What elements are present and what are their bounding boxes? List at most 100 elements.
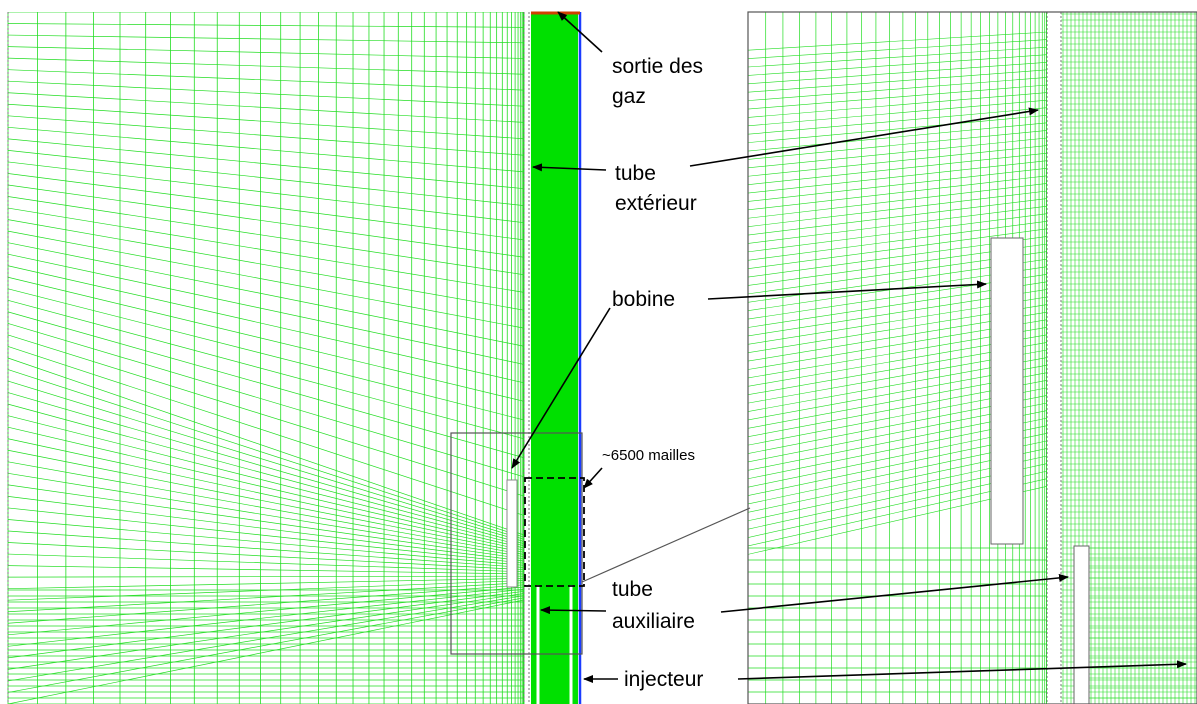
mesh-line xyxy=(7,588,525,647)
coil-rect-zoom xyxy=(990,237,1024,545)
mesh-line xyxy=(7,496,525,562)
mesh-line xyxy=(7,542,525,571)
zoom-panel-frame xyxy=(747,11,1197,704)
left-mesh-lines xyxy=(7,12,571,704)
mesh-line xyxy=(7,597,525,693)
mesh-line xyxy=(748,220,1048,261)
mesh-line xyxy=(7,449,525,553)
mesh-line xyxy=(7,380,525,540)
label-tube-ext-2: extérieur xyxy=(615,192,697,215)
mesh-line xyxy=(7,586,525,636)
arrow-injecteur-right xyxy=(737,660,1187,680)
mesh-line xyxy=(7,138,525,190)
mesh-line xyxy=(748,160,1048,194)
mesh-line xyxy=(748,228,1048,269)
mesh-line xyxy=(7,519,525,566)
arrow-tube-ext-left xyxy=(532,163,607,172)
mesh-line xyxy=(7,577,525,590)
zoom-frame xyxy=(450,432,583,655)
mesh-line xyxy=(748,205,1048,244)
mesh-line xyxy=(748,167,1048,202)
label-sortie-2: gaz xyxy=(612,85,646,108)
mesh-line xyxy=(748,61,1048,85)
mesh-line xyxy=(748,198,1048,236)
mesh-line xyxy=(7,230,525,329)
mesh-line xyxy=(748,130,1048,160)
mesh-line xyxy=(7,584,525,624)
mesh-line xyxy=(7,472,525,558)
mesh-line xyxy=(7,69,525,91)
mesh-line xyxy=(7,530,525,568)
arrow-tube-ext-right xyxy=(689,107,1039,167)
mesh-line xyxy=(7,173,525,241)
mesh-line xyxy=(7,334,525,497)
mesh-line xyxy=(748,152,1048,185)
mesh-line xyxy=(7,415,525,547)
label-tube-aux-2: auxiliaire xyxy=(612,610,695,633)
mesh-line xyxy=(7,207,525,293)
mesh-line xyxy=(7,553,525,573)
mesh-line xyxy=(748,145,1048,177)
mesh-line xyxy=(7,311,525,459)
zoom-connector xyxy=(581,507,751,583)
mesh-line xyxy=(7,426,525,549)
mesh-line xyxy=(748,77,1048,101)
label-tube-ext-1: tube xyxy=(615,162,656,185)
mesh-line xyxy=(7,484,525,560)
arrow-tube-aux-right xyxy=(720,573,1069,613)
mesh-line xyxy=(7,115,525,156)
mesh-line xyxy=(7,57,525,75)
label-sortie-1: sortie des xyxy=(612,55,703,78)
arrow-bobine-left xyxy=(511,307,611,469)
label-mailles: ~6500 mailles xyxy=(602,447,695,464)
mesh-line xyxy=(748,69,1048,93)
mesh-line xyxy=(7,219,525,311)
mesh-line xyxy=(7,103,525,140)
mesh-line xyxy=(7,265,525,384)
mesh-line xyxy=(748,99,1048,127)
mesh-line xyxy=(7,593,525,670)
arrows xyxy=(511,11,1187,683)
mesh-line xyxy=(7,438,525,551)
label-injecteur: injecteur xyxy=(624,668,703,691)
mesh-line xyxy=(7,161,525,224)
mesh-line xyxy=(7,590,525,659)
mesh-line xyxy=(7,346,525,516)
mesh-line xyxy=(7,323,525,478)
mesh-line xyxy=(7,507,525,564)
arrow-bobine-right xyxy=(707,280,987,300)
mesh-line xyxy=(748,84,1048,110)
mesh-line xyxy=(7,23,525,28)
mesh-line xyxy=(7,276,525,402)
mesh-line xyxy=(748,107,1048,135)
mesh-line xyxy=(7,126,525,173)
mesh-line xyxy=(7,392,525,542)
mesh-line xyxy=(748,46,1048,68)
mesh-line xyxy=(7,242,525,347)
dashed-region xyxy=(524,477,585,587)
label-bobine: bobine xyxy=(612,288,675,311)
coil-rect-left xyxy=(506,479,518,588)
mesh-line xyxy=(7,150,525,206)
mesh-line xyxy=(7,299,525,440)
mesh-line xyxy=(7,565,525,575)
mesh-line xyxy=(7,582,525,613)
mesh-line xyxy=(748,39,1048,59)
right-zoom-panel xyxy=(747,11,1197,704)
mesh-line xyxy=(7,575,525,578)
label-tube-aux-1: tube xyxy=(612,578,653,601)
right-mesh-lines xyxy=(748,12,1197,704)
mesh-line xyxy=(7,369,525,538)
mesh-line xyxy=(7,403,525,545)
arrow-mailles xyxy=(583,467,603,489)
mesh-line xyxy=(748,137,1048,169)
left-mesh-panel xyxy=(7,11,585,704)
mesh-line xyxy=(748,190,1048,227)
mesh-line xyxy=(7,92,525,123)
mesh-line xyxy=(7,461,525,555)
mesh-line xyxy=(7,288,525,421)
mesh-line xyxy=(748,213,1048,253)
mesh-line xyxy=(748,114,1048,143)
mesh-line xyxy=(7,196,525,276)
